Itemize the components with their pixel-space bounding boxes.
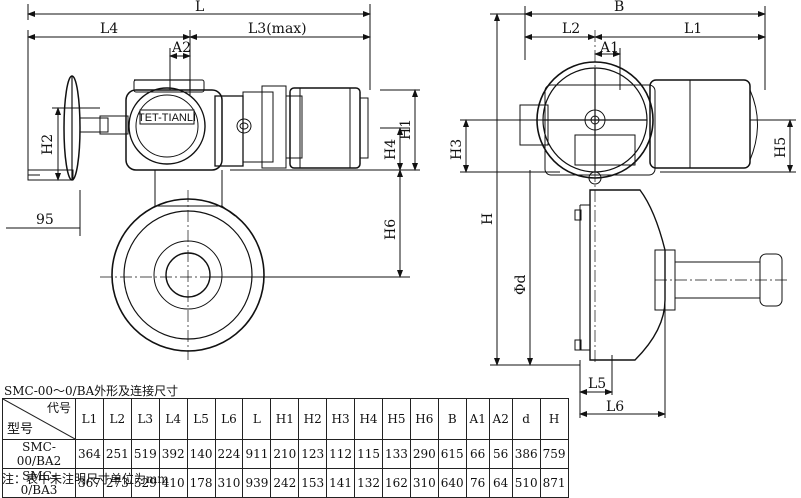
nameplate-text: TET-TIANLI [138,112,196,124]
col-header: L4 [158,398,188,440]
value-cell: 112 [326,439,356,469]
value-cell: 56 [488,439,513,469]
col-header: L3 [130,398,160,440]
dim-phid: Φd [513,275,529,295]
value-cell: 640 [437,468,467,498]
dimension-labels: L L4 L3(max) A2 95 B L2 L1 A1 L5 L6 H2 H… [36,0,789,415]
col-header: H4 [354,398,383,440]
value-cell: 66 [465,439,490,469]
value-cell: 210 [270,439,300,469]
value-cell: 162 [381,468,411,498]
table-note: 注：表中未注明尺寸单位为mm [2,472,169,486]
dim-L4: L4 [100,21,118,37]
value-cell: 251 [102,439,132,469]
value-cell: 133 [381,439,411,469]
col-header: H3 [326,398,356,440]
dim-L3max: L3(max) [248,21,307,37]
value-cell: 386 [511,439,541,469]
table-header-row: 代号 型号 L1 L2 L3 L4 L5 L6 L H1 H2 H3 H4 H5… [2,398,569,440]
col-header: H5 [381,398,411,440]
value-cell: 871 [539,468,569,498]
dim-95: 95 [36,212,54,228]
value-cell: 310 [409,468,439,498]
col-header: H6 [409,398,439,440]
dim-H: H [480,213,496,225]
dim-H5: H5 [773,137,789,158]
dim-H1: H1 [398,119,414,140]
col-header: B [437,398,467,440]
col-header: A2 [488,398,513,440]
technical-drawing: L L4 L3(max) A2 95 B L2 L1 A1 L5 L6 H2 H… [6,0,796,418]
dim-A2: A2 [171,40,191,56]
value-cell: 178 [186,468,216,498]
dim-L6: L6 [606,399,624,415]
dim-B: B [614,0,624,15]
value-cell: 519 [130,439,160,469]
value-cell: 615 [437,439,467,469]
value-cell: 132 [354,468,383,498]
col-header: H2 [298,398,328,440]
col-header: L [242,398,272,440]
dim-H2: H2 [40,134,56,155]
value-cell: 123 [298,439,328,469]
right-view [460,6,796,418]
col-header: d [511,398,541,440]
dim-H4: H4 [383,139,399,160]
value-cell: 364 [75,439,104,469]
dim-L: L [195,0,204,15]
dim-H6: H6 [383,219,399,240]
col-header: L6 [214,398,244,440]
col-header: H1 [270,398,300,440]
value-cell: 290 [409,439,439,469]
dim-L2: L2 [562,21,580,37]
value-cell: 224 [214,439,244,469]
value-cell: 153 [298,468,328,498]
table-corner-cell: 代号 型号 [2,398,76,440]
table-title: SMC-00～0/BA外形及连接尺寸 [4,384,179,398]
value-cell: 392 [158,439,188,469]
dim-H3: H3 [449,139,465,160]
value-cell: 759 [539,439,569,469]
value-cell: 76 [465,468,490,498]
value-cell: 64 [488,468,513,498]
col-header: L2 [102,398,132,440]
dim-L5: L5 [588,376,606,392]
value-cell: 140 [186,439,216,469]
col-header: H [539,398,569,440]
col-header: A1 [465,398,490,440]
value-cell: 911 [242,439,272,469]
col-header: L5 [186,398,216,440]
table-row: SMC-00/BA2 364 251 519 392 140 224 911 2… [2,439,569,469]
dim-L1: L1 [684,21,702,37]
value-cell: 939 [242,468,272,498]
value-cell: 510 [511,468,541,498]
left-view [6,4,420,360]
dim-A1: A1 [599,40,619,56]
col-header: L1 [75,398,104,440]
corner-bottom-label: 型号 [7,422,34,437]
value-cell: 141 [326,468,356,498]
model-cell: SMC-00/BA2 [2,439,76,469]
corner-top-label: 代号 [46,401,71,415]
value-cell: 310 [214,468,244,498]
value-cell: 115 [354,439,383,469]
value-cell: 242 [270,468,300,498]
